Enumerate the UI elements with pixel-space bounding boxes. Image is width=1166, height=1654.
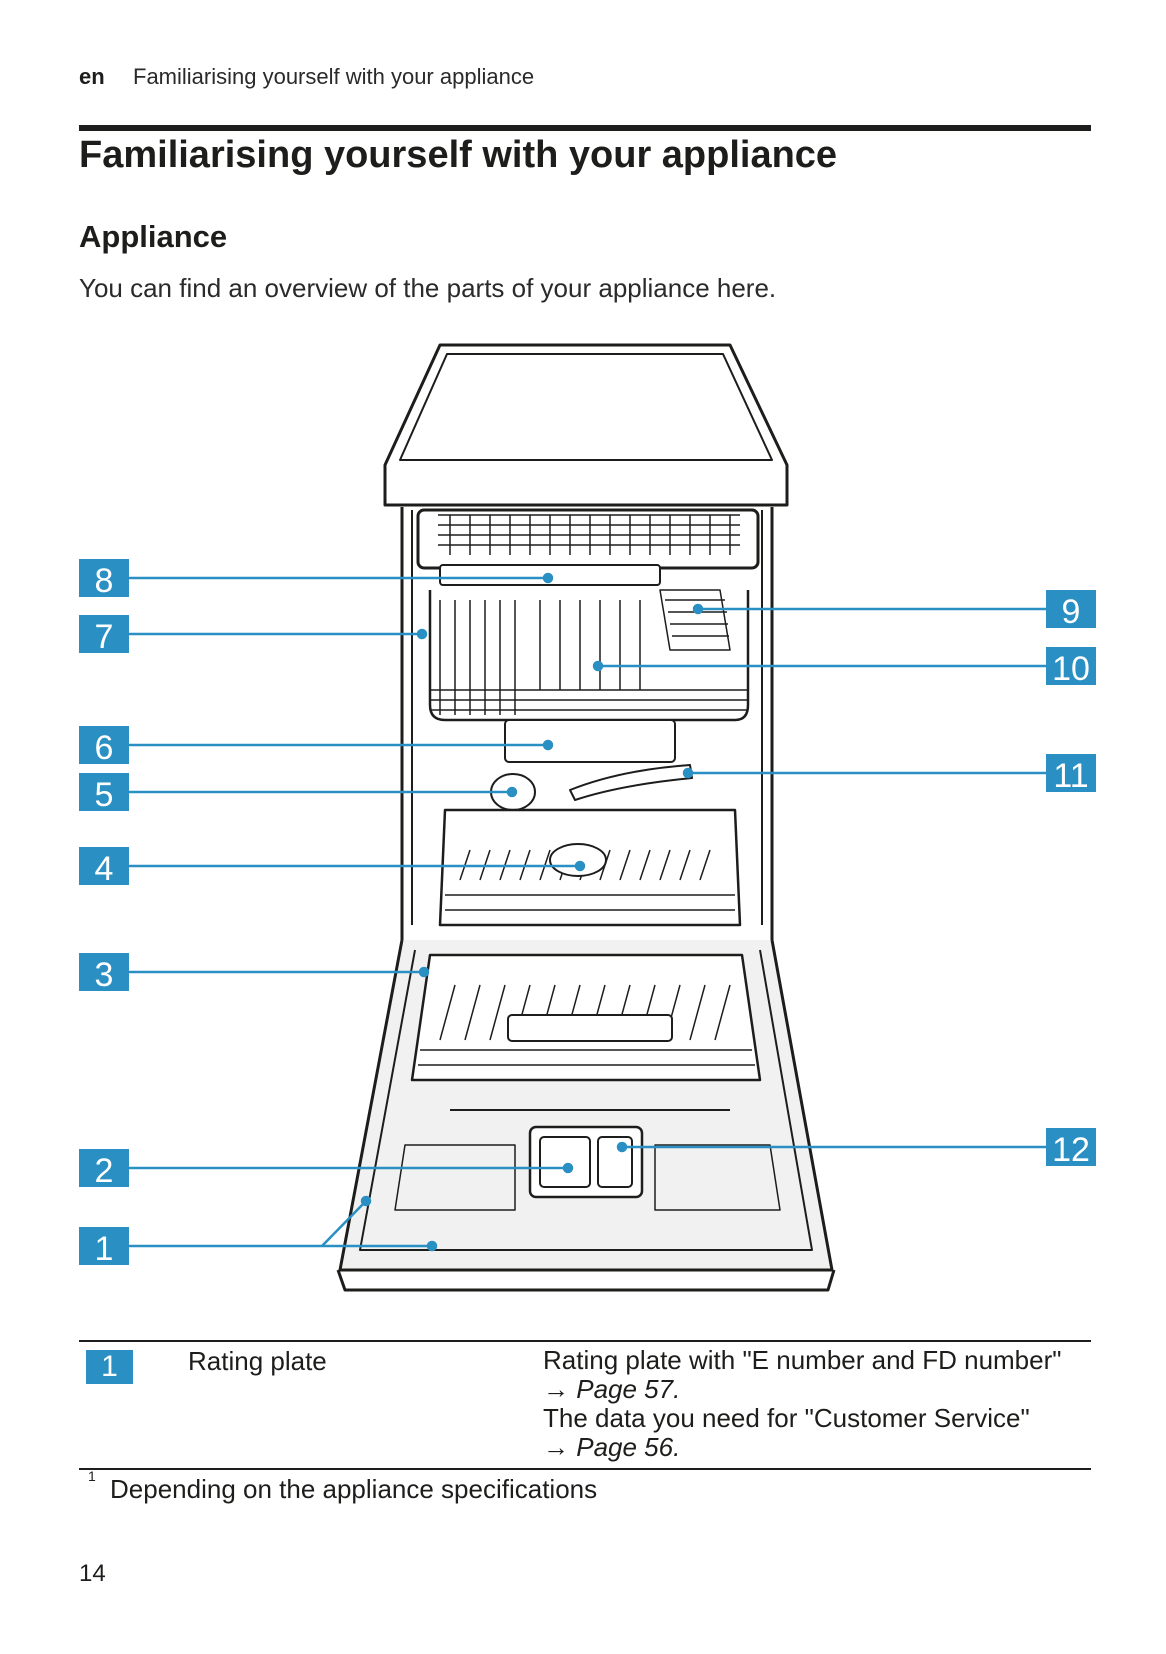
cutlery-drawer-tray [418,510,758,568]
svg-text:1: 1 [95,1230,114,1268]
header-rule [79,125,1091,131]
svg-text:5: 5 [95,776,114,814]
page-number: 14 [79,1560,106,1588]
callout-2: 2 [79,1149,129,1190]
lower-spray-arm-upper [570,765,692,800]
svg-text:10: 10 [1052,650,1090,688]
upper-spray-arm [505,720,675,762]
callout-1: 1 [79,1227,129,1268]
parts-row-desc-line-2: The data you need for "Customer Service" [543,1404,1083,1433]
svg-text:9: 9 [1062,593,1081,631]
parts-row-number-badge: 1 [86,1350,133,1384]
svg-text:3: 3 [95,956,114,994]
page-56-link[interactable]: → Page 56. [543,1433,1083,1462]
parts-row-desc-line-1: Rating plate with "E number and FD numbe… [543,1346,1083,1375]
parts-row-description: Rating plate with "E number and FD numbe… [543,1346,1083,1462]
section-heading: Appliance [79,219,227,255]
dishwasher-diagram: 8 7 6 5 4 3 2 1 9 10 11 12 [0,330,1166,1320]
svg-text:8: 8 [95,562,114,600]
callout-3: 3 [79,953,129,994]
parts-table-bottom-rule [79,1468,1091,1470]
callout-10: 10 [1046,647,1096,688]
worktop-lid [385,345,787,505]
page-57-link[interactable]: → Page 57. [543,1375,1083,1404]
svg-text:2: 2 [95,1152,114,1190]
svg-text:6: 6 [95,729,114,767]
door-base-edge [338,1270,834,1290]
footnote-text: Depending on the appliance specification… [110,1474,597,1505]
callout-7: 7 [79,615,129,656]
callout-11: 11 [1046,754,1096,795]
footnote-mark: 1 [88,1468,96,1484]
header-running-title: Familiarising yourself with your applian… [133,64,534,90]
svg-text:12: 12 [1052,1131,1090,1169]
svg-text:7: 7 [95,618,114,656]
parts-table-top-rule [79,1340,1091,1342]
callout-8: 8 [79,559,129,600]
callout-5: 5 [79,773,129,814]
section-intro: You can find an overview of the parts of… [79,273,776,304]
callout-4: 4 [79,847,129,888]
callout-6: 6 [79,726,129,767]
callout-12: 12 [1046,1128,1096,1169]
svg-text:11: 11 [1053,757,1088,795]
lower-spray-arm [550,844,606,876]
svg-text:4: 4 [95,850,114,888]
page-title: Familiarising yourself with your applian… [79,134,837,177]
header-language: en [79,64,105,90]
parts-row-label: Rating plate [188,1346,327,1377]
callout-9: 9 [1046,590,1096,631]
